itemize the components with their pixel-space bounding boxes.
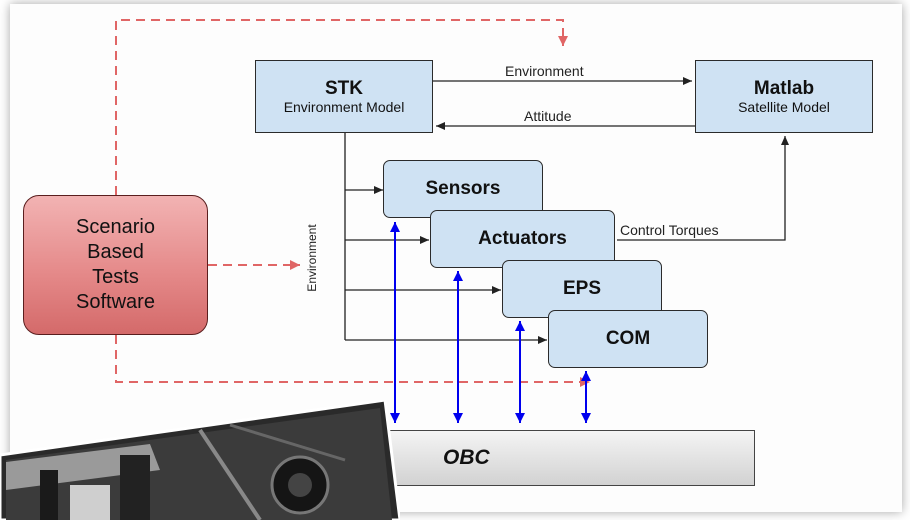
actuators-box: Actuators [430,210,615,268]
edge-label-attitude: Attitude [524,108,572,124]
matlab-box: Matlab Satellite Model [695,60,873,133]
stk-title: STK [325,77,363,99]
arrow-actuators-to-matlab [617,136,789,241]
com-box: COM [548,310,708,368]
matlab-subtitle: Satellite Model [738,98,830,115]
edge-label-control-torques: Control Torques [620,222,719,238]
hardware-photo [0,400,400,520]
edge-label-environment-vertical: Environment [305,224,319,292]
stk-box: STK Environment Model [255,60,433,133]
matlab-title: Matlab [753,77,815,99]
scenario-line-4: Software [76,291,155,313]
stk-subtitle: Environment Model [283,98,405,115]
scenario-line-2: Based [87,241,144,263]
obc-box: OBC [370,430,755,486]
dashed-arrow-scenario-to-stk [115,19,568,195]
scenario-box: Scenario Based Tests Software [23,195,208,335]
scenario-line-1: Scenario [76,216,155,238]
dashed-arrow-scenario-to-obc [115,335,590,387]
edge-label-environment: Environment [505,63,584,79]
scenario-line-3: Tests [92,266,139,288]
sensors-box: Sensors [383,160,543,218]
